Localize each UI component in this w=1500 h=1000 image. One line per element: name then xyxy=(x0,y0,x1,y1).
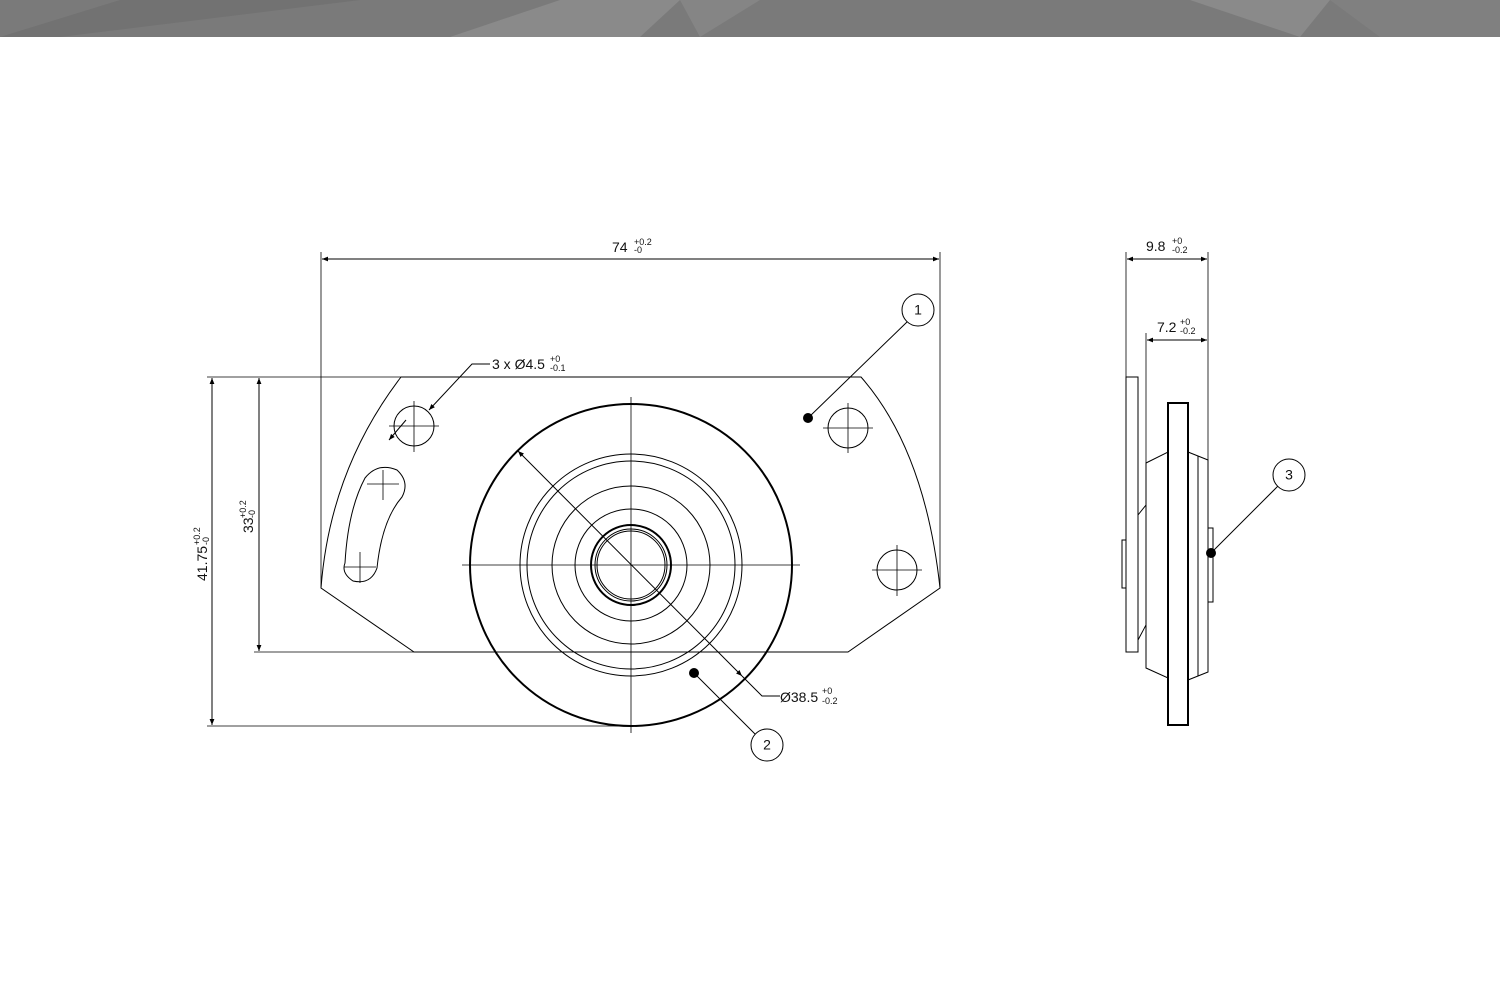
balloon-2: 2 xyxy=(689,668,784,762)
dim-height-total-nominal: 41.75 xyxy=(194,546,210,581)
mounting-hole-1 xyxy=(389,401,439,452)
svg-text:74: 74 xyxy=(612,239,628,255)
dim-diameter-tol-lower: -0.2 xyxy=(822,696,838,706)
dim-diameter-tol-upper: +0 xyxy=(822,686,832,696)
dimension-depth-total: 9.8 +0 -0.2 xyxy=(1125,236,1209,460)
adjustment-slot xyxy=(343,466,406,583)
top-banner xyxy=(0,0,1500,37)
dim-depth-body-tol-lower: -0.2 xyxy=(1180,326,1196,336)
balloon-1-label: 1 xyxy=(914,302,922,318)
dim-holes-tol-upper: +0 xyxy=(550,354,560,364)
side-view: 9.8 +0 -0.2 7.2 +0 -0.2 3 xyxy=(1121,236,1306,726)
hole-callout: 3 x Ø4.5 +0 -0.1 xyxy=(388,354,566,441)
dim-depth-body-tol-upper: +0 xyxy=(1180,317,1190,327)
dim-width-tol-upper: +0.2 xyxy=(634,237,652,247)
diameter-callout: Ø38.5 +0 -0.2 xyxy=(517,450,838,706)
dimension-width: 74 +0.2 -0 xyxy=(320,237,941,588)
dim-holes-nominal: 3 x Ø4.5 xyxy=(492,356,545,372)
dim-height-flange-tol-lower: -0 xyxy=(247,510,257,518)
flange-outline xyxy=(320,376,941,653)
balloon-1: 1 xyxy=(803,293,935,423)
side-body xyxy=(1145,451,1169,679)
dim-height-total-tol-upper: +0.2 xyxy=(192,527,202,545)
dimension-height-total: 41.75 +0.2 -0 xyxy=(192,376,631,727)
dim-depth-body-nominal: 7.2 xyxy=(1157,319,1177,335)
front-view: 74 +0.2 -0 41.75 +0.2 -0 33 +0.2 -0 xyxy=(192,237,941,762)
dimension-height-flange: 33 +0.2 -0 xyxy=(238,378,414,653)
balloon-3-label: 3 xyxy=(1285,467,1293,483)
balloon-2-label: 2 xyxy=(763,737,771,753)
dim-depth-total-tol-lower: -0.2 xyxy=(1172,245,1188,255)
dim-depth-total-tol-upper: +0 xyxy=(1172,236,1182,246)
balloon-3: 3 xyxy=(1206,458,1306,558)
side-flange-plate xyxy=(1125,376,1139,653)
dim-width-nominal: 74 xyxy=(612,239,628,255)
dim-width-tol-lower: -0 xyxy=(634,245,642,255)
dim-height-flange-tol-upper: +0.2 xyxy=(238,500,248,518)
dimension-depth-body: 7.2 +0 -0.2 xyxy=(1145,317,1207,463)
dim-holes-tol-lower: -0.1 xyxy=(550,363,566,373)
dim-height-total-tol-lower: -0 xyxy=(201,537,211,545)
mounting-hole-3 xyxy=(872,545,922,596)
mounting-hole-2 xyxy=(823,403,873,453)
side-disk xyxy=(1167,402,1189,726)
dim-depth-total-nominal: 9.8 xyxy=(1146,238,1166,254)
dim-height-flange-nominal: 33 xyxy=(240,517,256,533)
dim-diameter-nominal: Ø38.5 xyxy=(780,689,818,705)
